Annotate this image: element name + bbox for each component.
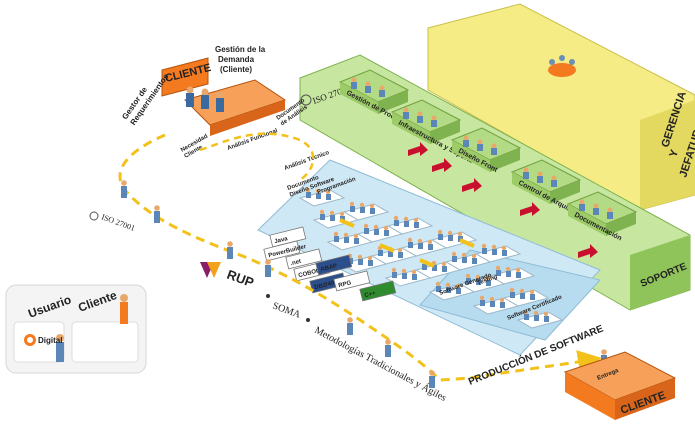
- gestion-demanda-label: Gestión de la Demanda (Cliente): [215, 45, 267, 74]
- legend-box: [5, 284, 147, 374]
- walker-head: [385, 339, 391, 345]
- client-top: [161, 57, 287, 136]
- tech-logo-label-6: RPG: [338, 280, 352, 289]
- gestor-label: Gestor de Requerimientos: [120, 66, 171, 127]
- tech-logo-label-5: DB2/400: [314, 280, 339, 292]
- gerencia-label-2: Y: [667, 148, 681, 159]
- flow-dashed-top: [199, 132, 315, 182]
- red-arrows: [408, 142, 598, 258]
- gerencia-line-2: Y: [667, 148, 681, 159]
- soma-label: SOMA: [271, 300, 303, 320]
- walker-head: [227, 241, 233, 247]
- client-bottom: [563, 351, 677, 420]
- tech-logo-2: .net: [285, 248, 323, 270]
- walker-head: [154, 205, 160, 211]
- gestion-demanda-line-2: Demanda: [218, 55, 255, 64]
- red-arrow-3: [520, 202, 540, 216]
- desk-cluster: [428, 281, 476, 301]
- walker-head: [121, 180, 127, 186]
- red-arrow-1: [432, 158, 452, 172]
- gerencia-block: [427, 3, 695, 211]
- walker-body: [121, 186, 127, 198]
- walker-body: [265, 265, 271, 277]
- necesidad-label: Necesidad Cliente: [180, 133, 214, 160]
- tech-logo-label-0: Java: [274, 236, 289, 245]
- prod-arrow-1: [379, 243, 395, 253]
- desk-cluster: [326, 231, 374, 251]
- soma-dot: [306, 318, 310, 322]
- rup-logo: [200, 262, 221, 278]
- iso-badge-left: ISO 27001: [89, 211, 136, 233]
- red-arrow-2: [462, 178, 482, 192]
- iso-left-label: ISO 27001: [100, 212, 136, 232]
- tech-logo-7: C++: [359, 280, 397, 302]
- tech-logo-label-4: ABAP: [320, 263, 338, 273]
- walker-head: [601, 349, 607, 355]
- walker-body: [385, 345, 391, 357]
- prod-arrow-3: [459, 238, 475, 248]
- tech-logo-6: RPG: [333, 270, 371, 292]
- desk-cluster: [400, 237, 448, 257]
- legend-brand: Digital: [38, 336, 62, 345]
- desk-cluster: [488, 265, 536, 285]
- rup-dot: [266, 294, 270, 298]
- production-desks: [298, 187, 564, 329]
- red-arrow-0: [408, 142, 428, 156]
- desk-cluster: [298, 187, 346, 207]
- tradicionales-label: Metodologías Tradicionales y Ágiles: [313, 324, 449, 404]
- desk-cluster: [386, 215, 434, 235]
- desk-cluster: [472, 295, 520, 315]
- tech-logo-label-2: .net: [290, 259, 302, 267]
- walker-body: [347, 323, 353, 335]
- desk-cluster: [516, 309, 564, 329]
- desk-cluster: [384, 267, 432, 287]
- tech-logo-label-3: COBOL: [298, 268, 321, 279]
- red-arrow-4: [578, 244, 598, 258]
- walker-body: [429, 376, 435, 388]
- walker-body: [227, 247, 233, 259]
- gestion-demanda-line-3: (Cliente): [220, 65, 252, 74]
- gestion-demanda-line-1: Gestión de la: [215, 45, 266, 54]
- rup-label: RUP: [225, 267, 256, 291]
- prod-arrow-2: [419, 258, 435, 268]
- walker-body: [154, 211, 160, 223]
- walker-head: [429, 370, 435, 376]
- prod-arrow-0: [339, 218, 355, 228]
- tech-logo-1: PowerBuilder: [263, 240, 308, 262]
- analisis-funcional-label: Análisis Funcional: [227, 128, 279, 152]
- walker-head: [347, 317, 353, 323]
- tech-logo-label-7: C++: [364, 291, 377, 300]
- tech-logo-4: ABAP: [315, 254, 353, 276]
- walker-head: [265, 259, 271, 265]
